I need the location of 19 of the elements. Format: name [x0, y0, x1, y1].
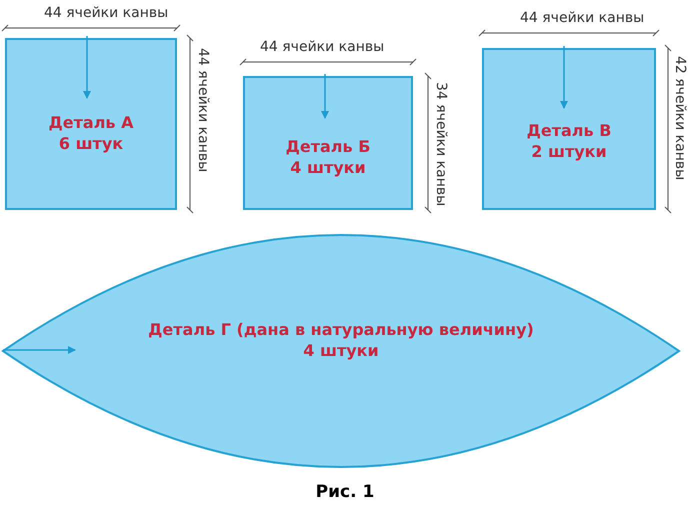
figure-caption: Рис. 1 — [316, 482, 374, 502]
dimension-label: 42 ячейки канвы — [672, 56, 688, 180]
quantity-label: 4 штуки — [303, 340, 379, 361]
lens-pattern-piece — [3, 235, 679, 467]
quantity-label: 2 штуки — [531, 141, 607, 162]
dimension-label: 34 ячейки канвы — [433, 82, 449, 206]
part-label: Деталь В — [526, 120, 612, 141]
dimension-label: 44 ячейки канвы — [520, 10, 644, 26]
dimension-label: 44 ячейки канвы — [195, 48, 211, 172]
quantity-label: 6 штук — [58, 133, 124, 154]
part-label: Деталь Г (дана в натуральную величину) — [148, 319, 534, 340]
dimension-label: 44 ячейки канвы — [44, 5, 168, 21]
pattern-piece — [5, 38, 177, 210]
quantity-label: 4 штуки — [290, 157, 366, 178]
pattern-piece — [482, 48, 656, 210]
part-label: Деталь Б — [286, 136, 370, 157]
dimension-label: 44 ячейки канвы — [260, 39, 384, 55]
part-label: Деталь А — [48, 112, 134, 133]
pattern-piece — [243, 76, 413, 210]
